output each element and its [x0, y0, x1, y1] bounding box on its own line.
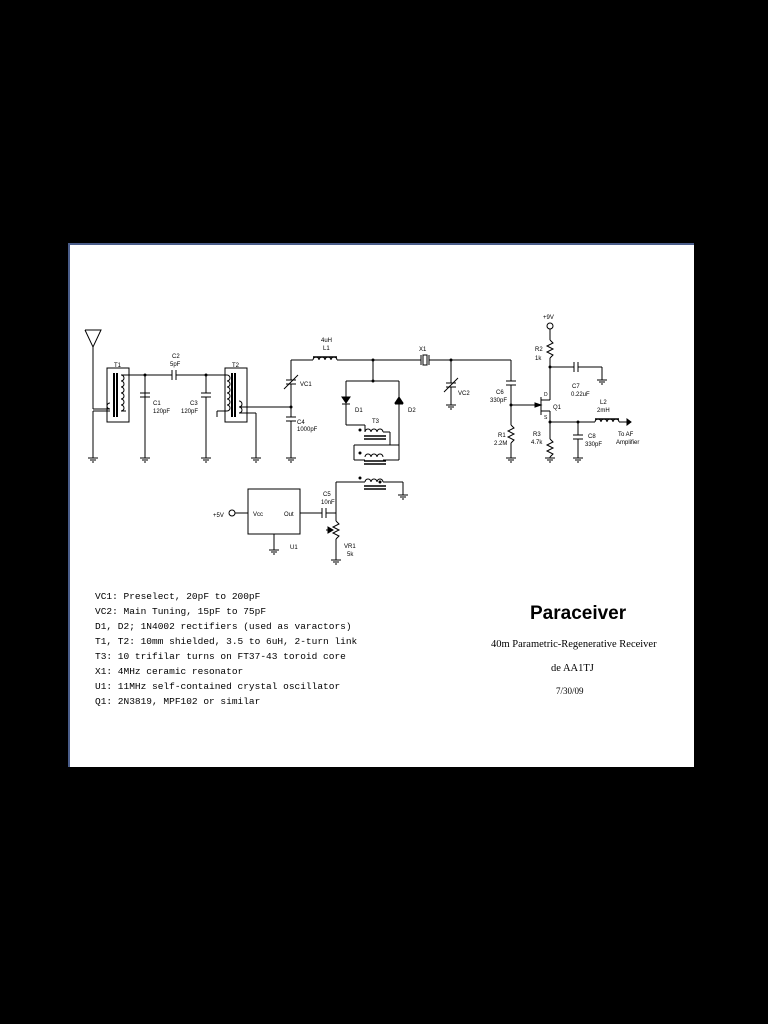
note-diodes: D1, D2; 1N4002 rectifiers (used as varac…: [95, 621, 352, 632]
ground-3: [201, 457, 211, 463]
label-c1-val: 120pF: [153, 409, 170, 415]
label-u1: U1: [290, 545, 298, 551]
capacitor-c4: C4 1000pF: [286, 416, 318, 458]
inductor-l2: L2 2mH: [594, 400, 632, 426]
label-c2-val: 5pF: [170, 362, 181, 368]
transformer-t2: T2: [206, 363, 291, 458]
label-c3-val: 120pF: [181, 409, 198, 415]
label-c6-val: 330pF: [490, 398, 507, 404]
label-r1-val: 2.2M: [494, 441, 507, 447]
label-q1-d: D: [544, 392, 548, 398]
ground-1: [88, 457, 98, 463]
label-vr1: VR1: [344, 544, 356, 550]
subtitle: 40m Parametric-Regenerative Receiver: [491, 639, 657, 650]
capacitor-c6: C6 330pF: [490, 360, 516, 405]
label-c4: C4: [297, 420, 305, 426]
label-t2: T2: [232, 363, 240, 369]
label-vr1-val: 5k: [347, 552, 354, 558]
note-t3: T3: 10 trifilar turns on FT37-43 toroid …: [95, 651, 346, 662]
label-output-line1: To AF: [618, 432, 634, 438]
label-c7: C7: [572, 384, 580, 390]
label-c4-val: 1000pF: [297, 427, 318, 433]
label-l1: L1: [323, 346, 330, 352]
label-l2-val: 2mH: [597, 408, 610, 414]
capacitor-c7: C7 0.22uF: [550, 362, 607, 398]
label-c3: C3: [190, 401, 198, 407]
inductor-l1: 4uH L1: [291, 338, 421, 361]
label-c2: C2: [172, 354, 180, 360]
diode-d2: D2: [394, 381, 416, 460]
label-c6: C6: [496, 390, 504, 396]
label-r3: R3: [533, 432, 541, 438]
label-q1: Q1: [553, 405, 562, 411]
label-c8-val: 330pF: [585, 442, 602, 448]
variable-capacitor-vc1: VC1: [283, 360, 312, 417]
label-d2: D2: [408, 408, 416, 414]
date: 7/30/09: [556, 686, 584, 696]
label-l1-val: 4uH: [321, 338, 332, 344]
resistor-r3: R3 4.7k: [531, 422, 555, 463]
label-l2: L2: [600, 400, 607, 406]
label-x1: X1: [419, 347, 427, 353]
author: de AA1TJ: [551, 663, 594, 674]
label-c5: C5: [323, 492, 331, 498]
note-vc1: VC1: Preselect, 20pF to 200pF: [95, 591, 261, 602]
component-notes: VC1: Preselect, 20pF to 200pF VC2: Main …: [95, 591, 358, 707]
label-c8: C8: [588, 434, 596, 440]
oscillator-u1: Vcc Out U1: [247, 488, 301, 555]
note-vc2: VC2: Main Tuning, 15pF to 75pF: [95, 606, 266, 617]
schematic-diagram: T1 C2 5pF C1 120pF C3 120pF: [84, 315, 657, 707]
potentiometer-vr1: VR1 5k: [326, 513, 356, 565]
label-c7-val: 0.22uF: [571, 392, 590, 398]
note-u1: U1: 11MHz self-contained crystal oscilla…: [95, 681, 340, 692]
supply-5v: +5V: [213, 509, 248, 519]
capacitor-c3: C3 120pF: [181, 375, 211, 458]
label-vc1: VC1: [300, 382, 312, 388]
label-q1-s: S: [544, 415, 548, 421]
transformer-t1: T1: [92, 363, 146, 458]
capacitor-c8: C8 330pF: [573, 422, 602, 463]
ground-2: [140, 457, 150, 463]
junction-dots: [143, 358, 580, 484]
transistor-q1: D S Q1: [534, 367, 562, 422]
label-r3-val: 4.7k: [531, 440, 543, 446]
capacitor-c1: C1 120pF: [140, 375, 170, 458]
output-label: To AF Amplifier: [616, 432, 639, 446]
label-u1-vcc: Vcc: [253, 512, 263, 518]
capacitor-c5: C5 10nF: [300, 492, 336, 518]
diode-d1: D1: [341, 360, 399, 425]
label-r2-val: 1k: [535, 356, 542, 362]
title: Paraceiver: [530, 603, 627, 624]
ground-4: [251, 457, 261, 463]
title-block: Paraceiver 40m Parametric-Regenerative R…: [491, 603, 657, 696]
label-r1: R1: [498, 433, 506, 439]
note-x1: X1: 4MHz ceramic resonator: [95, 666, 243, 677]
antenna-symbol: [84, 329, 110, 410]
label-c1: C1: [153, 401, 161, 407]
label-supply-9v: +9V: [543, 315, 554, 321]
resistor-r2: R2 1k: [535, 329, 555, 367]
label-output-line2: Amplifier: [616, 440, 639, 446]
label-u1-out: Out: [284, 512, 294, 518]
capacitor-c2: C2 5pF: [170, 354, 181, 380]
label-r2: R2: [535, 347, 543, 353]
resistor-r1: R1 2.2M: [494, 405, 516, 463]
label-t3: T3: [372, 419, 380, 425]
note-transformers: T1, T2: 10mm shielded, 3.5 to 6uH, 2-tur…: [95, 636, 358, 647]
schematic-sheet: T1 C2 5pF C1 120pF C3 120pF: [68, 243, 694, 767]
note-q1: Q1: 2N3819, MPF102 or similar: [95, 696, 260, 707]
ground-5: [286, 457, 296, 463]
resonator-x1: X1: [419, 347, 511, 366]
ground-6: [398, 494, 408, 500]
supply-9v: +9V: [543, 315, 554, 330]
transformer-t3: T3: [335, 419, 404, 513]
label-t1: T1: [114, 363, 122, 369]
label-supply-5v: +5V: [213, 513, 224, 519]
label-vc2: VC2: [458, 391, 470, 397]
variable-capacitor-vc2: VC2: [443, 360, 470, 410]
label-c5-val: 10nF: [321, 500, 335, 506]
label-d1: D1: [355, 408, 363, 414]
